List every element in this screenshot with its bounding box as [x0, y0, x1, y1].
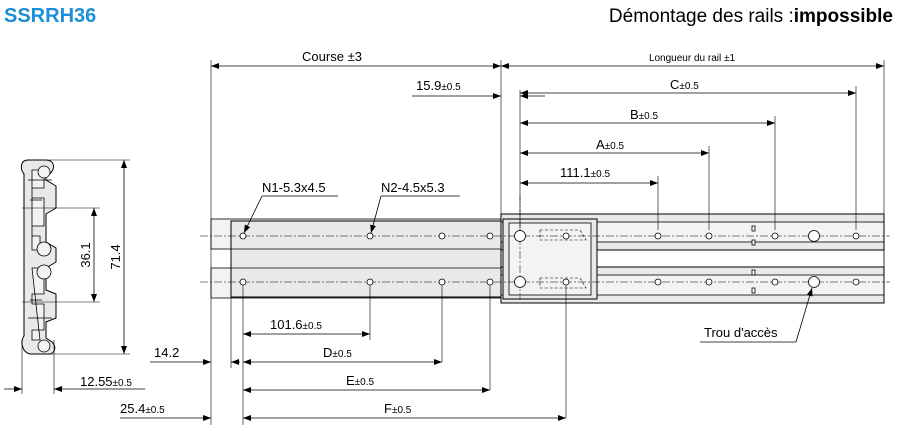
dim-15-9: 15.9±0.5 — [416, 78, 461, 93]
dim-25-4: 25.4±0.5 — [120, 401, 165, 416]
dim-stroke: Course ±3 — [302, 49, 362, 64]
label-n1-holes: N1-5.3x4.5 — [262, 180, 326, 195]
dim-12-55: 12.55±0.5 — [80, 374, 132, 389]
dim-111-1: 111.1±0.5 — [560, 165, 610, 180]
dim-a: A±0.5 — [596, 137, 625, 152]
dim-f: F±0.5 — [384, 401, 412, 416]
model-title: SSRRH36 — [4, 5, 96, 27]
dim-101-6: 101.6±0.5 — [270, 317, 322, 332]
dim-rail-length: Longueur du rail ±1 — [649, 53, 736, 64]
rail-front-view — [200, 195, 890, 304]
rail-cross-section — [20, 159, 57, 355]
label-access-hole: Trou d'accès — [704, 325, 778, 340]
dim-71-4: 71.4 — [108, 244, 123, 269]
dim-36-1: 36.1 — [78, 242, 93, 267]
rail-removal-note: Démontage des rails :impossible — [609, 6, 893, 27]
dim-d: D±0.5 — [323, 345, 352, 360]
dim-b: B±0.5 — [630, 107, 659, 122]
dim-c: C±0.5 — [670, 77, 699, 92]
dim-14-2: 14.2 — [154, 345, 179, 360]
dim-e: E±0.5 — [346, 373, 375, 388]
label-n2-holes: N2-4.5x5.3 — [381, 180, 445, 195]
